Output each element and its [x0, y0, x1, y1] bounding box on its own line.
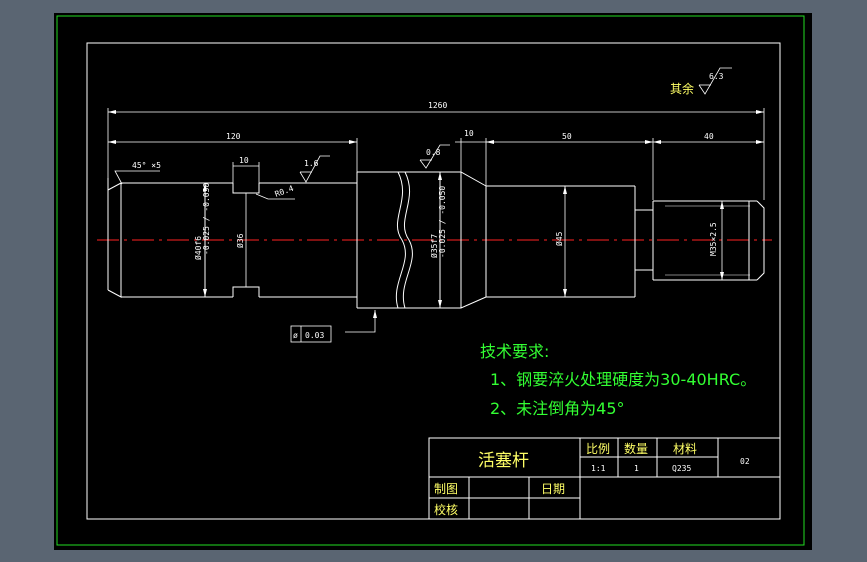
- date-label: 日期: [541, 482, 565, 496]
- dim-step-width: 10: [464, 129, 474, 138]
- dim-dia-groove: Ø36: [235, 233, 245, 248]
- dim-thread: M35×2.5: [709, 222, 718, 256]
- dim-dia-right: Ø45: [554, 231, 564, 246]
- qty-label: 数量: [624, 441, 648, 456]
- checked-by-label: 校核: [434, 502, 458, 517]
- arrowheads: [108, 110, 764, 318]
- roughness-symbol-1: [299, 155, 330, 183]
- roughness-symbol-2: [419, 144, 450, 169]
- roughness-symbol-rest: [698, 67, 732, 95]
- qty-value: 1: [634, 464, 639, 473]
- drawing-sheet: [54, 13, 812, 550]
- drawing-number: 02: [740, 457, 750, 466]
- left-chamfer: [107, 182, 122, 298]
- dim-dia-mid: Ø35f7: [429, 234, 439, 258]
- dim-groove-radius: R0.4: [274, 184, 295, 199]
- break-line-2: [402, 171, 413, 309]
- part-name: 活塞杆: [478, 451, 529, 471]
- dim-right-section: 40: [704, 132, 714, 141]
- dim-dia-mid-tol: -0.025 / -0.050: [438, 186, 447, 258]
- gtol-symbol: ø: [293, 331, 298, 340]
- gtol-value: 0.03: [305, 331, 324, 340]
- scale-value: 1:1: [591, 464, 606, 473]
- notes-title: 技术要求:: [480, 342, 549, 361]
- material-label: 材料: [673, 442, 697, 456]
- surface-finish-rest-label: 其余: [670, 81, 694, 96]
- dim-left-section: 120: [226, 132, 241, 141]
- notes-item-1: 1、钢要淬火处理硬度为30-40HRC。: [490, 370, 756, 389]
- tolerance-frame: [290, 325, 332, 343]
- scale-label: 比例: [586, 442, 610, 456]
- dim-dia-left: Ø40f6: [193, 236, 203, 260]
- dim-overall-length: 1260: [428, 101, 447, 110]
- outer-frame: [56, 15, 805, 546]
- dim-groove-width: 10: [239, 156, 249, 165]
- drawn-by-label: 制图: [434, 482, 458, 496]
- material-value: Q235: [672, 464, 691, 473]
- dim-dia-left-tol: -0.025 / -0.050: [202, 183, 211, 255]
- break-line-1: [395, 171, 406, 309]
- roughness-2-value: 0.8: [426, 148, 441, 157]
- dim-middle-section: 50: [562, 132, 572, 141]
- roughness-symbols: [299, 67, 732, 183]
- dim-chamfer: 45° ×5: [132, 161, 161, 170]
- roughness-rest-value: 6.3: [709, 72, 724, 81]
- dimension-lines: [107, 108, 765, 333]
- title-block-grid: [428, 437, 781, 520]
- roughness-1-value: 1.6: [304, 159, 319, 168]
- notes-item-2: 2、未注倒角为45°: [490, 399, 625, 418]
